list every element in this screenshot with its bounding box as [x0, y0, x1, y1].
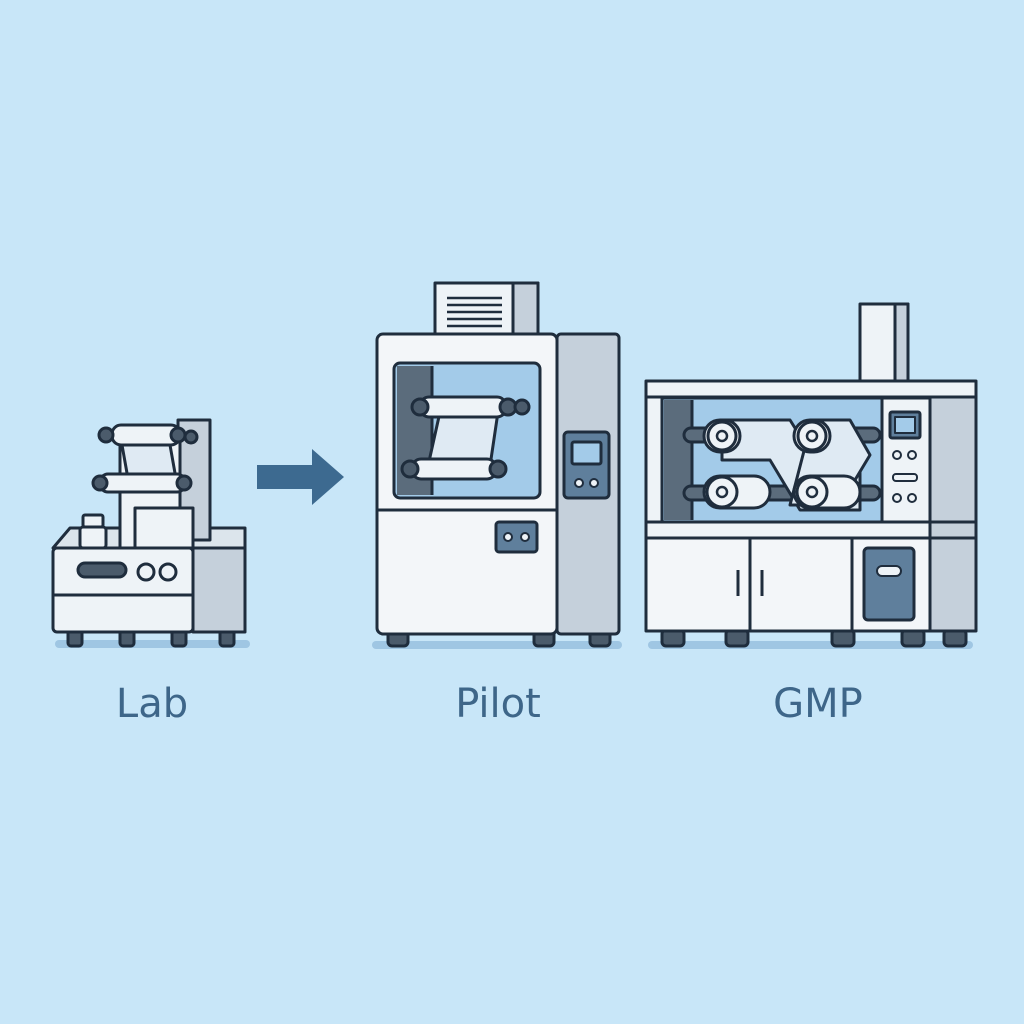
gmp-control-button [907, 450, 917, 460]
gmp-top-rail [644, 379, 978, 399]
stage-label-lab: Lab [115, 681, 189, 727]
gmp-control-screen [894, 416, 916, 434]
lab-lower-frame [133, 506, 195, 550]
pilot-floor-shadow [372, 641, 622, 649]
gmp-roll-core [715, 429, 729, 443]
pilot-roller-cap [513, 398, 531, 416]
gmp-access-panel-handle [876, 565, 902, 577]
lab-machine [51, 418, 250, 648]
pilot-roller-cap [400, 459, 420, 479]
gmp-lower-side [928, 536, 978, 633]
arrow-shape [257, 449, 344, 505]
lab-roller-middle [98, 472, 187, 494]
gmp-machine [644, 302, 978, 649]
gmp-roll-core [715, 485, 729, 499]
gmp-roll-core [805, 429, 819, 443]
pilot-lower-button [503, 532, 513, 542]
lab-jar [78, 525, 108, 550]
lab-jar-lid [81, 513, 105, 529]
pilot-roller-cap [488, 459, 508, 479]
lab-floor-shadow [55, 640, 250, 648]
gmp-window-shadow [664, 400, 692, 520]
gmp-middle-rail-side [928, 520, 978, 540]
lab-base-front [51, 546, 195, 634]
lab-roller-cap [175, 474, 193, 492]
pilot-control-button [589, 478, 599, 488]
pilot-machine [372, 281, 622, 649]
arrow-right-icon [257, 449, 344, 505]
lab-roller-cap [91, 474, 109, 492]
gmp-upper-side [928, 395, 978, 527]
lab-roller-cap [97, 426, 115, 444]
pilot-roller-top [418, 395, 508, 419]
pilot-roller-cap [410, 397, 430, 417]
pilot-control-button [574, 478, 584, 488]
lab-display [76, 561, 128, 579]
pilot-roller-bottom [410, 457, 498, 481]
gmp-chimney-side [893, 302, 910, 388]
gmp-middle-rail [644, 520, 978, 540]
pilot-control-screen [570, 440, 603, 466]
gmp-control-button [907, 493, 917, 503]
gmp-access-panel [862, 546, 916, 622]
pilot-lower-panel [494, 520, 539, 554]
gmp-control-slot [892, 473, 918, 482]
lab-roller-cap [169, 426, 187, 444]
pilot-vent-grille [447, 296, 502, 328]
pilot-lower-button [520, 532, 530, 542]
lab-base-side [191, 546, 247, 634]
lab-knob [136, 562, 156, 582]
gmp-control-button [892, 450, 902, 460]
gmp-roll-core [805, 485, 819, 499]
gmp-control-button [892, 493, 902, 503]
lab-knob [158, 562, 178, 582]
lab-roller-cap [183, 429, 199, 445]
stage-label-pilot: Pilot [455, 681, 541, 727]
stage-label-gmp: GMP [773, 681, 863, 727]
pilot-vent-side [511, 281, 540, 337]
